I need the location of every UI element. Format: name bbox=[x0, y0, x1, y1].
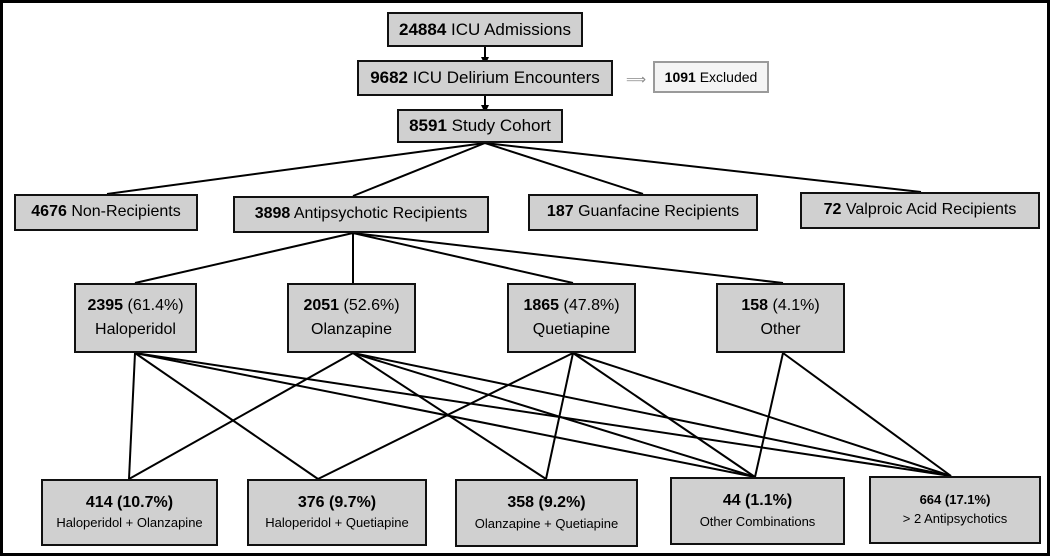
olanzapine-count: 2051 bbox=[303, 296, 340, 314]
admissions-box: 24884 ICU Admissions bbox=[387, 12, 583, 47]
excluded-count: 1091 bbox=[664, 68, 696, 85]
edge-antipsychotic-to-quetiapine bbox=[352, 232, 574, 284]
connector-lines bbox=[106, 47, 952, 480]
edge-haloperidol-to-hal_olz bbox=[128, 352, 136, 480]
delirium-count: 9682 bbox=[370, 68, 409, 88]
combo-other-label: Other Combinations bbox=[699, 513, 816, 529]
combo-olz-que-box: 358 (9.2%) Olanzapine + Quetiapine bbox=[455, 479, 638, 547]
combo-other-value: 44 (1.1%) bbox=[722, 492, 793, 510]
antipsychotic-count: 3898 bbox=[254, 205, 291, 223]
combo-hal-olz-value: 414 (10.7%) bbox=[85, 493, 174, 511]
delirium-box: 9682 ICU Delirium Encounters bbox=[357, 60, 613, 96]
edge-antipsychotic-to-other bbox=[352, 232, 784, 284]
edge-olanzapine-to-olz_que bbox=[352, 352, 547, 480]
admissions-count: 24884 bbox=[399, 19, 447, 39]
combo-hal-olz-label: Haloperidol + Olanzapine bbox=[56, 515, 203, 531]
delirium-label: ICU Delirium Encounters bbox=[412, 68, 600, 88]
combo-hal-que-value: 376 (9.7%) bbox=[297, 493, 377, 511]
edge-group bbox=[106, 142, 952, 480]
valproic-box: 72 Valproic Acid Recipients bbox=[800, 192, 1040, 229]
quetiapine-label: Quetiapine bbox=[532, 321, 611, 338]
combo-olz-que-label: Olanzapine + Quetiapine bbox=[474, 515, 619, 531]
combo-hal-que-box: 376 (9.7%) Haloperidol + Quetiapine bbox=[247, 479, 427, 546]
haloperidol-label: Haloperidol bbox=[95, 321, 176, 338]
antipsychotic-box: 3898 Antipsychotic Recipients bbox=[233, 196, 489, 233]
edge-olanzapine-to-combo_other bbox=[352, 352, 756, 478]
edge-quetiapine-to-combo_other bbox=[572, 352, 756, 478]
edge-olanzapine-to-multi bbox=[352, 352, 952, 477]
quetiapine-box: 1865 (47.8%) Quetiapine bbox=[507, 283, 636, 353]
edge-quetiapine-to-multi bbox=[572, 352, 952, 477]
other-drug-pct: (4.1%) bbox=[772, 296, 820, 314]
cohort-box: 8591 Study Cohort bbox=[397, 109, 563, 143]
edge-other-to-combo_other bbox=[754, 352, 784, 478]
combo-multi-value: 664 (17.1%) bbox=[919, 492, 991, 508]
guanfacine-label: Guanfacine Recipients bbox=[578, 203, 740, 221]
valproic-count: 72 bbox=[823, 201, 842, 219]
haloperidol-count: 2395 bbox=[87, 296, 124, 314]
olanzapine-pct: (52.6%) bbox=[343, 296, 400, 314]
non-recipients-count: 4676 bbox=[31, 203, 67, 221]
combo-multi-box: 664 (17.1%) > 2 Antipsychotics bbox=[869, 476, 1041, 544]
edge-haloperidol-to-combo_other bbox=[134, 352, 756, 478]
non-recipients-box: 4676 Non-Recipients bbox=[14, 194, 198, 231]
combo-other-box: 44 (1.1%) Other Combinations bbox=[670, 477, 845, 545]
olanzapine-label: Olanzapine bbox=[311, 321, 392, 338]
edge-cohort-to-guanfacine bbox=[484, 142, 644, 195]
haloperidol-pct: (61.4%) bbox=[127, 296, 184, 314]
other-drug-box: 158 (4.1%) Other bbox=[716, 283, 845, 353]
antipsychotic-label: Antipsychotic Recipients bbox=[293, 205, 468, 223]
combo-hal-olz-box: 414 (10.7%) Haloperidol + Olanzapine bbox=[41, 479, 218, 546]
quetiapine-pct: (47.8%) bbox=[563, 296, 620, 314]
haloperidol-box: 2395 (61.4%) Haloperidol bbox=[74, 283, 197, 353]
edge-cohort-to-non_recipients bbox=[106, 142, 486, 195]
excluded-label: Excluded bbox=[699, 68, 758, 85]
edge-olanzapine-to-hal_olz bbox=[128, 352, 354, 480]
combo-olz-que-value: 358 (9.2%) bbox=[507, 494, 586, 512]
edge-cohort-to-valproic bbox=[484, 142, 922, 193]
guanfacine-box: 187 Guanfacine Recipients bbox=[528, 194, 758, 231]
combo-hal-que-label: Haloperidol + Quetiapine bbox=[265, 515, 409, 531]
edge-haloperidol-to-multi bbox=[134, 352, 952, 477]
guanfacine-count: 187 bbox=[546, 203, 574, 221]
other-drug-label: Other bbox=[760, 321, 801, 338]
cohort-label: Study Cohort bbox=[451, 116, 551, 136]
edge-other-to-multi bbox=[782, 352, 952, 477]
excluded-box: 1091 Excluded bbox=[653, 61, 769, 93]
olanzapine-box: 2051 (52.6%) Olanzapine bbox=[287, 283, 416, 353]
other-drug-count: 158 bbox=[741, 296, 769, 314]
valproic-label: Valproic Acid Recipients bbox=[845, 201, 1017, 219]
edge-cohort-to-antipsychotic bbox=[352, 142, 486, 197]
quetiapine-count: 1865 bbox=[523, 296, 560, 314]
edge-quetiapine-to-olz_que bbox=[545, 352, 574, 480]
edge-haloperidol-to-hal_que bbox=[134, 352, 319, 480]
admissions-label: ICU Admissions bbox=[451, 19, 571, 39]
edge-quetiapine-to-hal_que bbox=[317, 352, 574, 480]
cohort-count: 8591 bbox=[409, 116, 447, 136]
edge-antipsychotic-to-haloperidol bbox=[134, 232, 354, 284]
combo-multi-label: > 2 Antipsychotics bbox=[902, 511, 1008, 526]
excluded-arrow-icon: ⟹ bbox=[626, 71, 647, 87]
non-recipients-label: Non-Recipients bbox=[71, 203, 181, 221]
